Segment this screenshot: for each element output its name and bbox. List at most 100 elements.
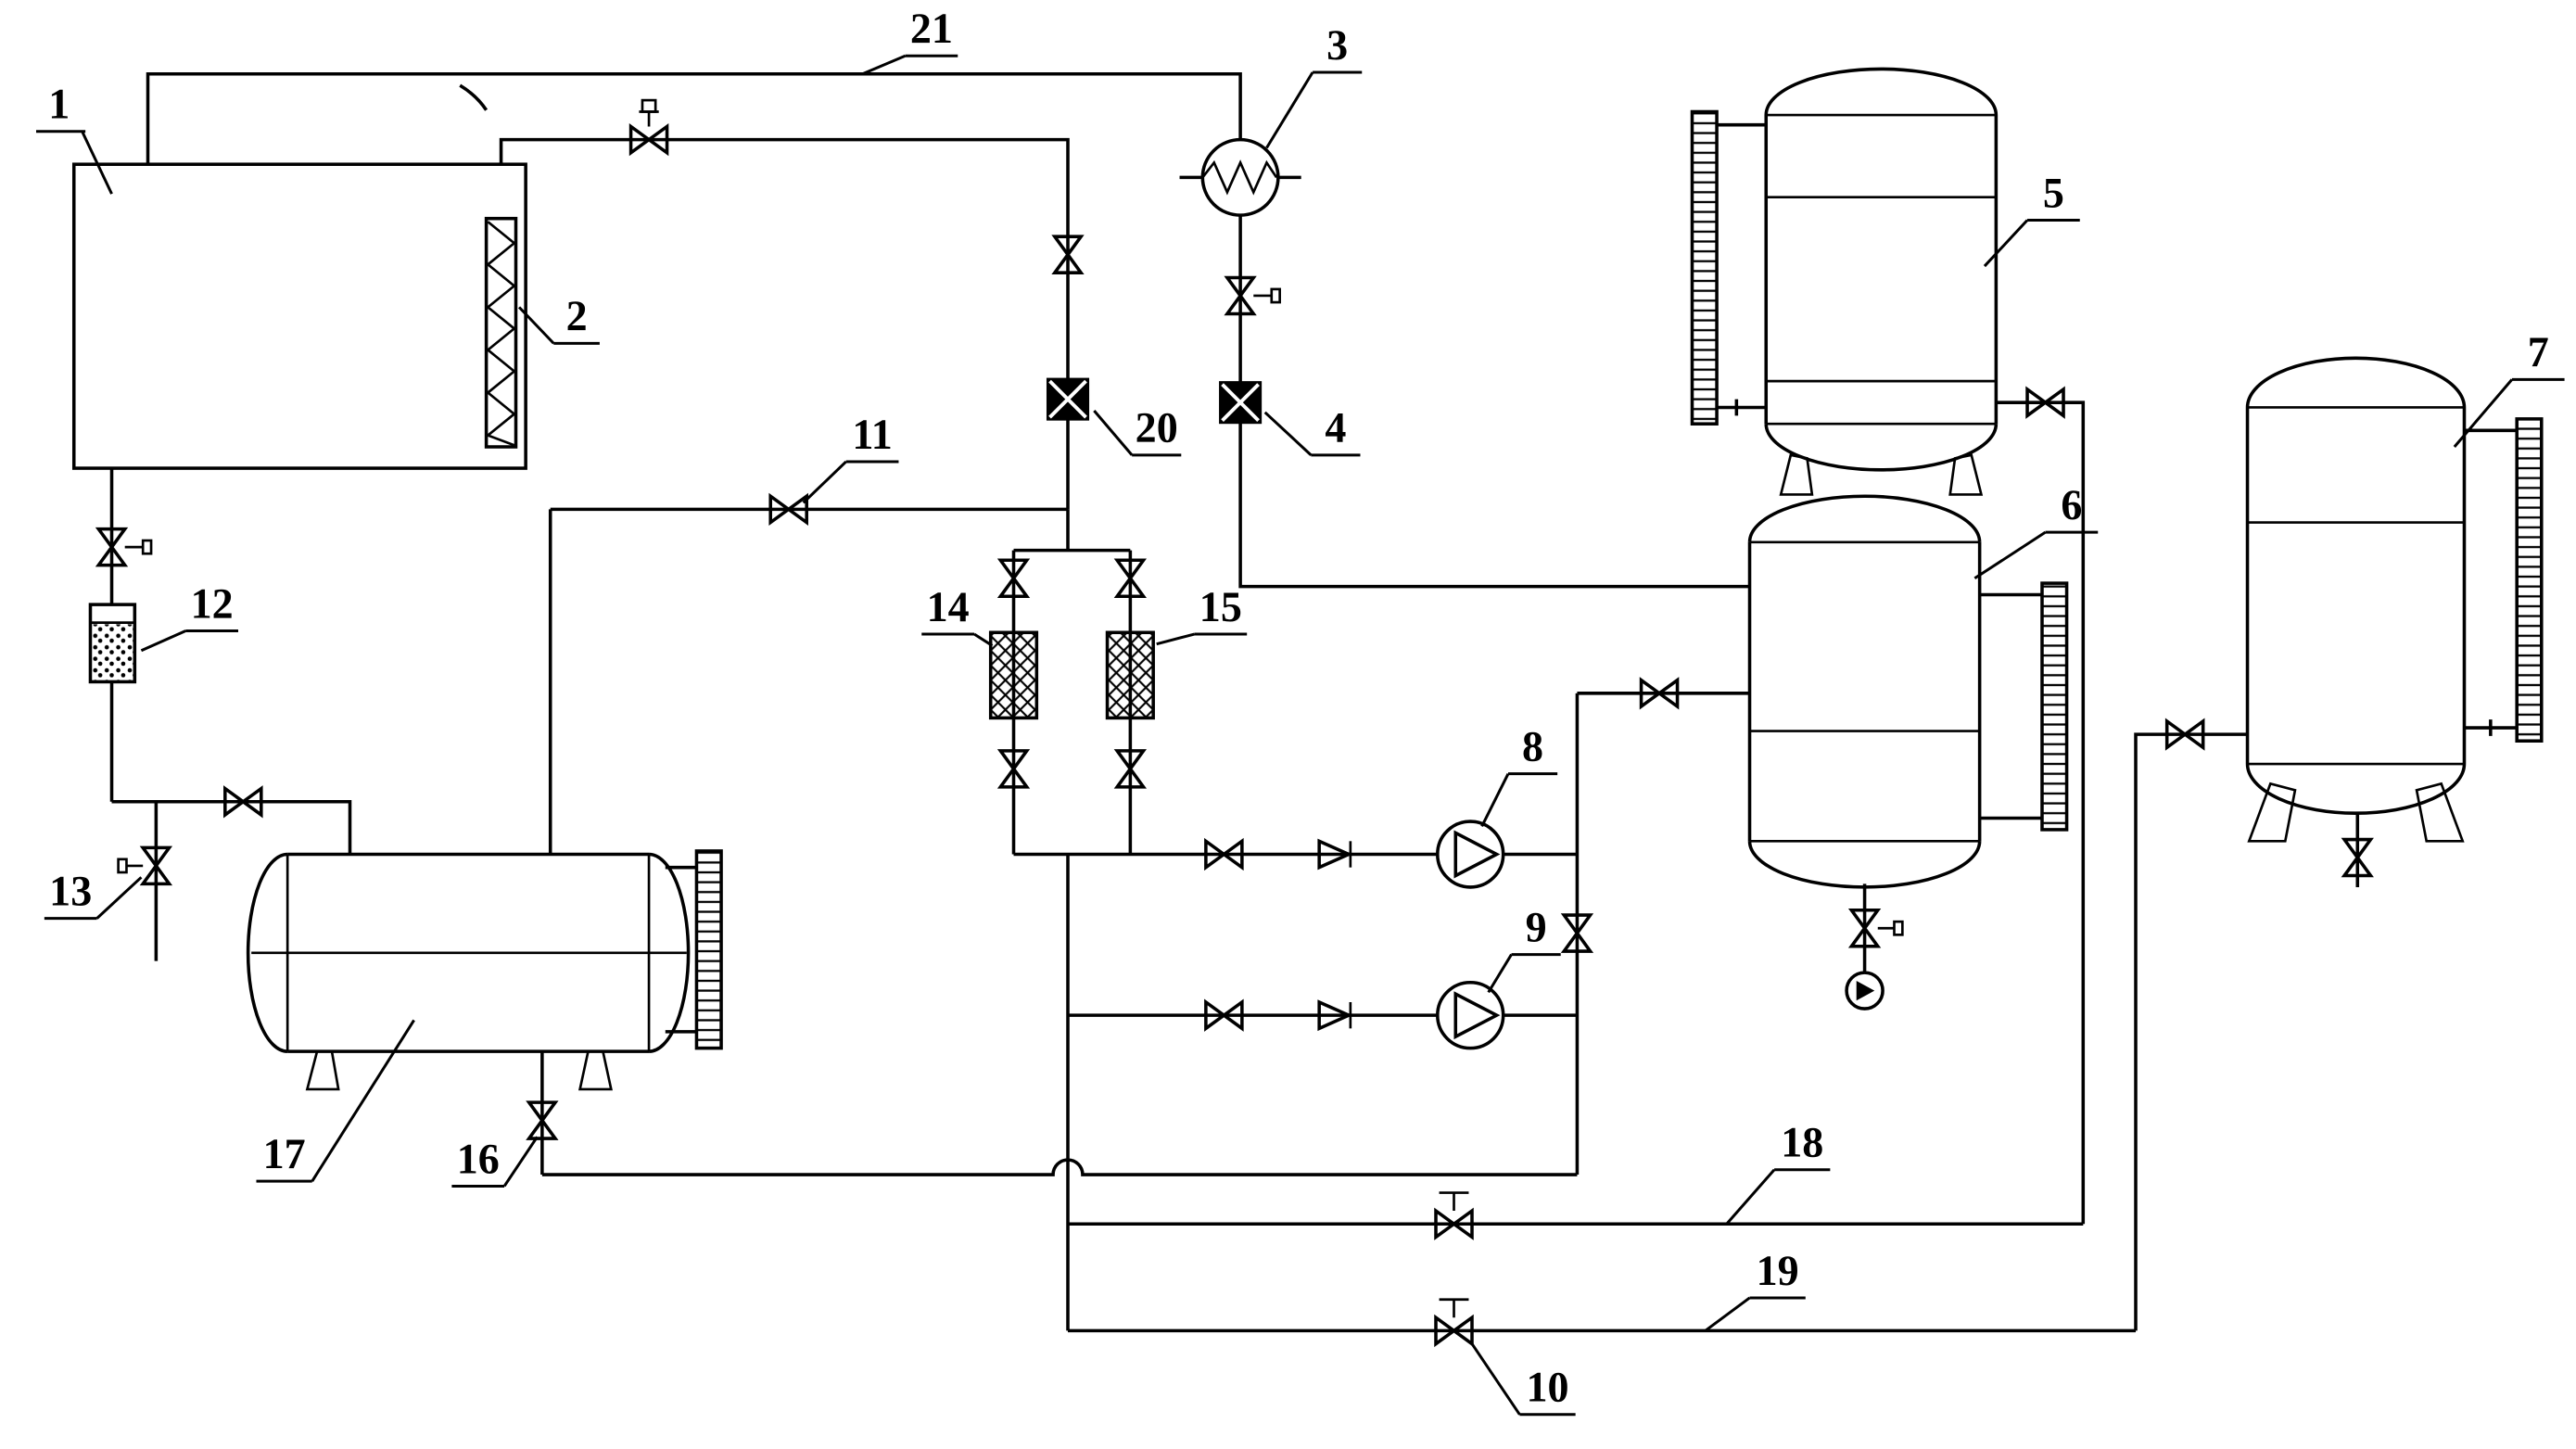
label-text: 19 [1757,1247,1799,1294]
gauge-stub [1717,122,1767,410]
label-9: 9 [1487,903,1561,994]
reference-labels: 1 2 3 4 5 6 7 8 [35,5,2565,1417]
filter-media [1107,632,1154,718]
tank-dome-top [2245,356,2467,408]
tank-5 [1690,67,1999,496]
valve-with-bleed [96,527,153,567]
level-gauge [2515,417,2544,743]
label-text: 11 [852,411,893,458]
label-text: 3 [1326,21,1348,69]
label-text: 20 [1136,404,1178,451]
level-gauge [1690,109,1719,426]
filter-outline [988,630,1039,720]
label-text: 2 [566,292,588,339]
gauge-stub [1979,592,2042,820]
label-text: 14 [927,583,970,630]
tank-dome-bottom [2245,764,2467,815]
label-21: 21 [861,5,958,76]
filter-media [990,632,1037,718]
filter-14 [988,630,1039,720]
label-text: 5 [2043,169,2064,216]
label-6: 6 [1973,481,2099,580]
label-text: 10 [1526,1364,1568,1411]
label-text: 7 [2528,328,2549,375]
filter-drier-12 [88,603,137,684]
valve-with-bleed [1849,908,1904,948]
valve-with-bleed [1225,275,1281,316]
tank-cap-left [246,852,288,1053]
tank-leg [2247,782,2465,843]
gauge-outline [695,849,723,1049]
solenoid-cross [1048,379,1087,419]
tank-7 [2245,356,2544,843]
label-1: 1 [35,81,113,195]
label-20: 20 [1093,404,1182,457]
label-2: 2 [517,292,600,345]
gauge-stub [2464,428,2518,730]
label-14: 14 [921,583,994,647]
label-7: 7 [2453,328,2565,448]
tank-seam [1766,113,1997,426]
gauge-fins [2515,417,2544,743]
tank-dome-top [1747,494,1982,542]
label-8: 8 [1480,722,1558,828]
tank-seam [251,854,687,1052]
tank-dome-top [1764,67,1999,116]
valves-horizontal [223,98,2205,1346]
pipe-segment [111,800,352,855]
label-text: 13 [49,867,92,914]
chamber-body [71,162,527,470]
valve-18-icon [1434,1191,1474,1239]
tank-cap-right [649,852,691,1053]
label-15: 15 [1156,583,1248,646]
valve-13-icon [117,845,171,886]
solenoid-valve-4 [1219,381,1263,425]
label-16: 16 [451,1135,539,1188]
label-10: 10 [1470,1342,1576,1417]
tank-wall [1764,115,1999,425]
solenoid-cross [1221,383,1260,423]
label-11: 11 [802,411,899,504]
pipe-segment [2134,732,2248,1331]
valve-with-handle [628,98,669,155]
label-text: 6 [2061,481,2082,528]
gauge-outline [2515,417,2544,743]
gauge-outline [2040,581,2068,832]
filter-15 [1105,630,1155,720]
label-text: 18 [1781,1119,1823,1166]
heat-exchanger-3 [1200,137,1280,217]
solenoid-valve-20 [1046,377,1090,421]
coil-strip-outline [484,216,518,449]
heat-exchanger-circle [1200,137,1280,217]
tank-wall [2245,407,2467,765]
pump-triangle-icon [1453,830,1501,879]
pump-triangle-icon [1856,980,1875,1001]
pipe-segment [1238,215,1750,589]
heater-zigzag-icon [1201,159,1278,196]
pipe-segment [1996,400,2086,1225]
filter-outline [1105,630,1155,720]
coil-strip-2 [484,216,518,449]
tank-dome-bottom [1764,424,1999,472]
valve-10-icon [1434,1298,1474,1346]
label-19: 19 [1704,1247,1806,1332]
tank-foot [305,1049,613,1091]
label-text: 12 [191,579,234,627]
pipe-tank17-return [541,1158,1578,1176]
label-12: 12 [140,579,238,653]
label-text: 17 [263,1130,306,1177]
filter-media [92,624,133,680]
gauge-fins [1690,109,1719,426]
label-5: 5 [1983,169,2080,268]
gauge-fitting-tick [1734,399,2493,736]
gauge-fins [694,849,723,1050]
gauge-fins [2040,581,2069,832]
label-text: 9 [1526,903,1547,950]
pump-9 [1436,980,1505,1050]
tank6-drain-pump [1845,971,1884,1010]
tank-seam [2247,406,2465,766]
label-text: 15 [1199,583,1242,630]
label-13: 13 [44,867,143,921]
